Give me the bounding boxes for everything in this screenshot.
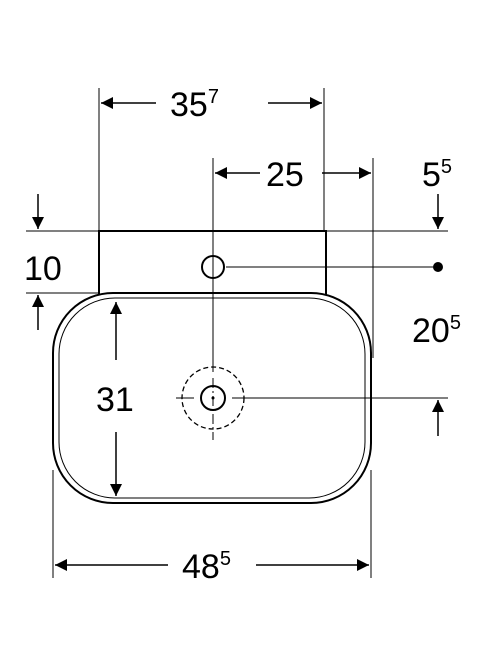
dim-drain-offset: 205 [412,312,461,350]
dim-tap-offset: 25 [266,156,304,194]
tap-reference-dot [433,262,443,272]
dim-top-width: 357 [170,86,219,124]
dim-overall-width: 485 [182,548,231,586]
dim-deck-height: 10 [24,250,62,288]
dim-tap-edge: 55 [422,156,452,194]
dim-bowl-depth: 31 [96,381,134,419]
